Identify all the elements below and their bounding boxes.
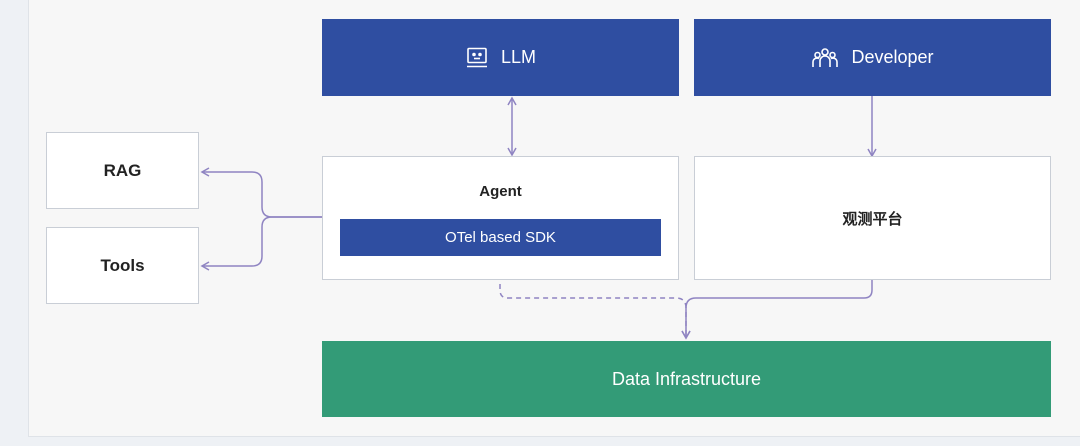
otel-sdk-node: OTel based SDK	[340, 219, 661, 256]
sdk-data-connector	[499, 257, 691, 340]
data-infrastructure-label: Data Infrastructure	[611, 368, 762, 389]
llm-label: LLM	[500, 47, 536, 67]
users-icon	[811, 46, 839, 70]
observability-platform-label: 观测平台	[842, 210, 903, 228]
agent-label: Agent	[479, 183, 522, 200]
agent-tools-connector	[200, 216, 322, 271]
agent-node: Agent	[322, 156, 679, 280]
robot-icon	[465, 46, 489, 70]
rag-node: RAG	[46, 132, 199, 209]
agent-rag-connector	[200, 167, 322, 218]
otel-sdk-label: OTel based SDK	[445, 229, 556, 246]
developer-label: Developer	[851, 47, 934, 67]
observability-platform-node: 观测平台	[694, 156, 1051, 280]
data-infrastructure-node: Data Infrastructure	[322, 341, 1051, 417]
llm-node: LLM	[322, 19, 679, 96]
tools-label: Tools	[100, 255, 145, 275]
platform-data-connector	[681, 280, 873, 340]
tools-node: Tools	[46, 227, 199, 304]
rag-label: RAG	[103, 160, 142, 180]
developer-node: Developer	[694, 19, 1051, 96]
